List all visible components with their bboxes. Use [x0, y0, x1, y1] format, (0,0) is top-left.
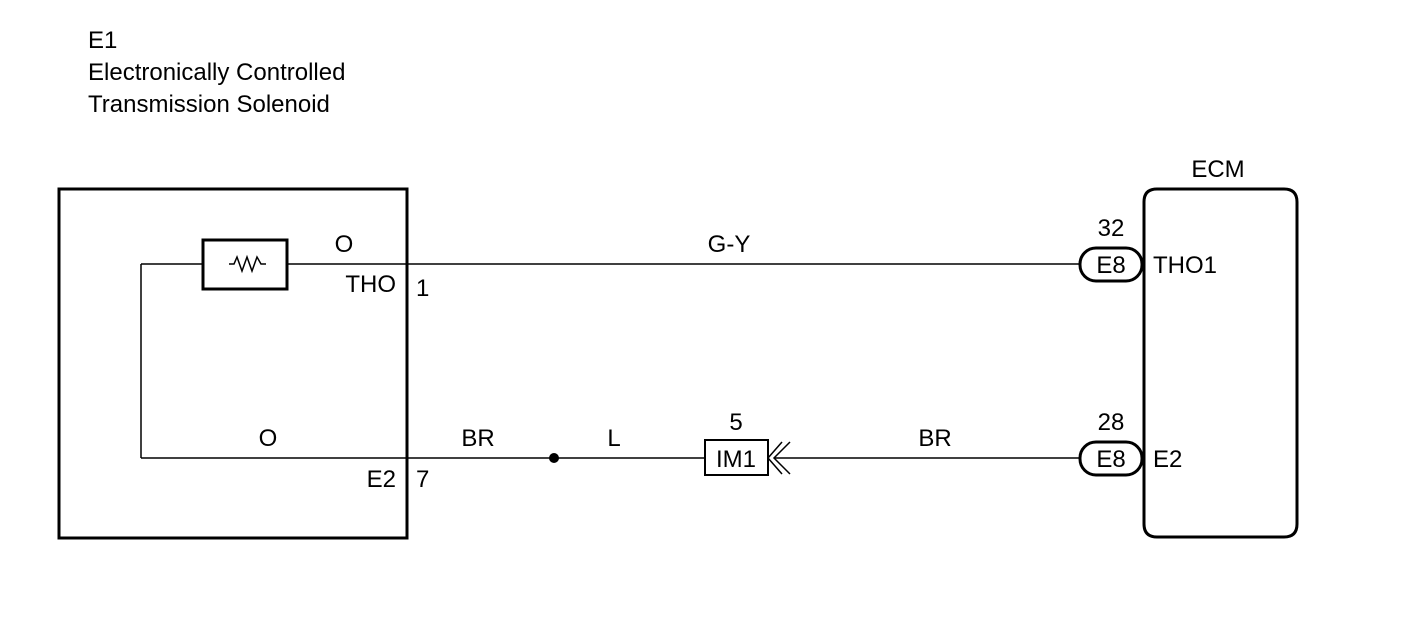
lower-ecm-terminal: E2 — [1153, 446, 1182, 473]
ecm-label: ECM — [1191, 156, 1244, 183]
component-code: E1 — [88, 27, 118, 54]
ecm-box — [1142, 187, 1299, 539]
resistor-zigzag — [229, 254, 266, 274]
lower-wire-color-3: BR — [918, 425, 951, 452]
lower-ecm-connector: E8 — [1096, 446, 1125, 473]
ecm-connector-lower — [1078, 440, 1144, 477]
upper-terminal-pin: 1 — [416, 275, 429, 302]
lower-ecm-pin: 28 — [1098, 409, 1125, 436]
upper-ecm-terminal: THO1 — [1153, 252, 1217, 279]
component-title: E1 Electronically Controlled Transmissio… — [88, 25, 345, 121]
component-name-line1: Electronically Controlled — [88, 59, 346, 86]
lower-wire-color-2: L — [607, 425, 620, 452]
upper-wire-color: G-Y — [708, 231, 751, 258]
upper-internal-wire-color: O — [335, 231, 354, 258]
ecm-connector-upper — [1078, 246, 1144, 283]
component-name-line2: Transmission Solenoid — [88, 91, 330, 118]
lower-terminal-pin: 7 — [416, 466, 429, 493]
junction-pin: 5 — [729, 409, 742, 436]
upper-ecm-pin: 32 — [1098, 215, 1125, 242]
lower-internal-wire-color: O — [259, 425, 278, 452]
junction-connector-label: IM1 — [716, 446, 756, 473]
connector-chevron-inner — [767, 441, 783, 475]
upper-terminal-name: THO — [345, 271, 396, 298]
lower-terminal-name: E2 — [367, 466, 396, 493]
lower-wire-color-1: BR — [461, 425, 494, 452]
solenoid-box — [57, 187, 409, 540]
upper-ecm-connector: E8 — [1096, 252, 1125, 279]
